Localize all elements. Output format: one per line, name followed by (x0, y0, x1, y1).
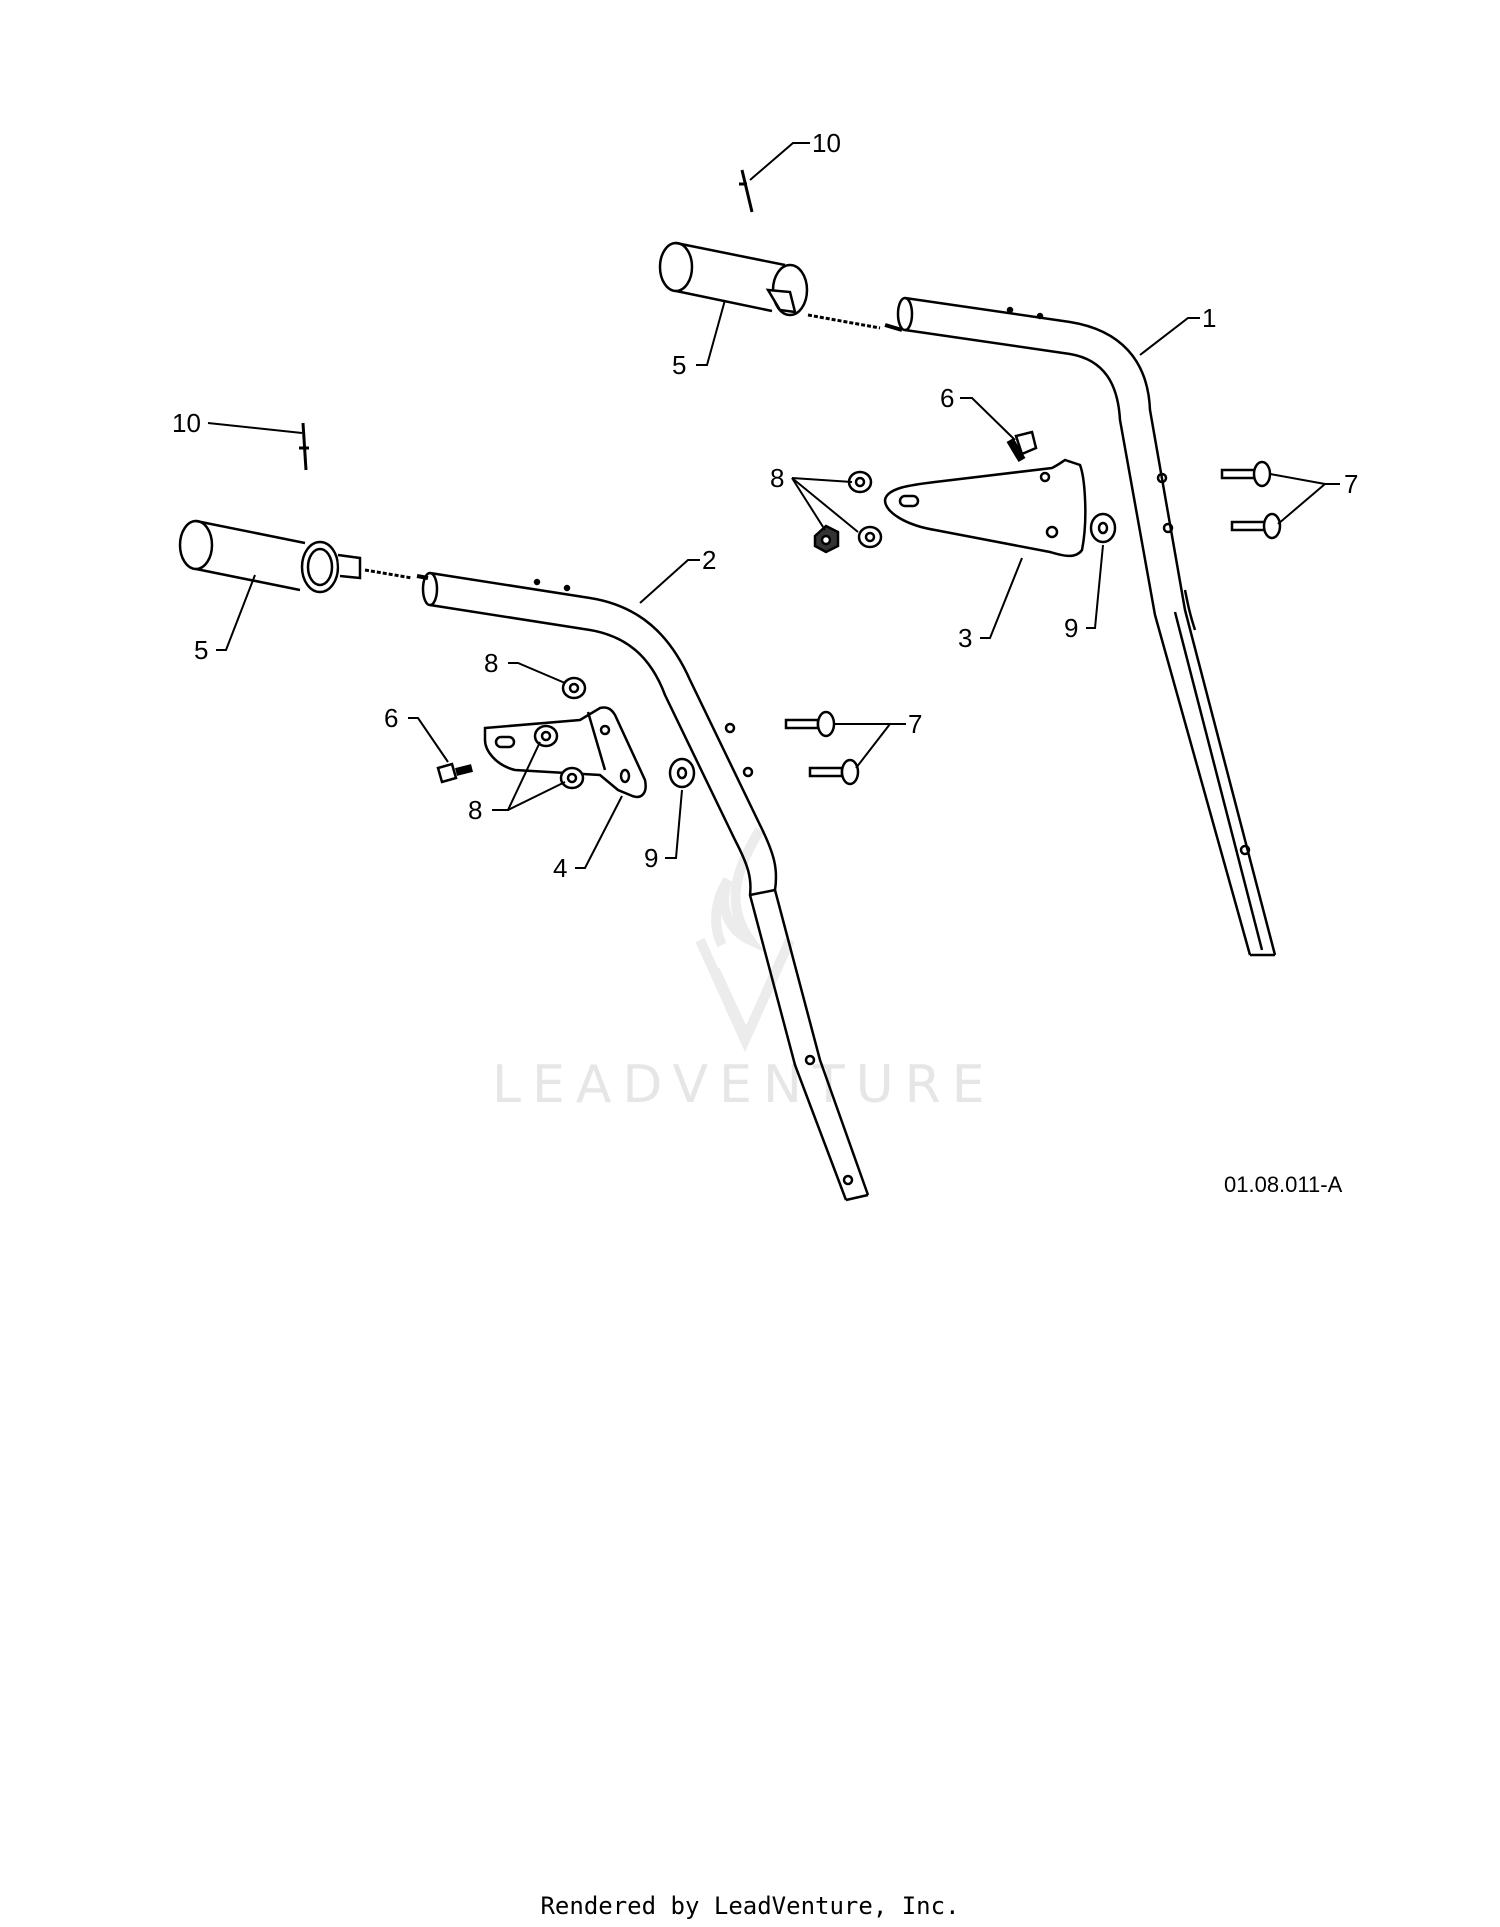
drawing-id: 01.08.011-A (1224, 1172, 1343, 1197)
bolt-upper (1010, 432, 1036, 460)
bolts-7-upper (1222, 462, 1280, 538)
handle-grip-left (180, 521, 428, 592)
bracket-left (485, 707, 646, 796)
callout-7-lower: 7 (908, 709, 922, 739)
handle-tube-right (898, 298, 1275, 955)
washer-9-upper (1091, 514, 1115, 542)
callout-1: 1 (1202, 303, 1216, 333)
washers-upper (815, 472, 881, 552)
callout-2: 2 (702, 545, 716, 575)
bolt-lower (438, 764, 472, 782)
pin-lower (299, 423, 309, 470)
washers-lower (535, 678, 585, 788)
watermark-text: LEADVENTURE (492, 1055, 996, 1115)
leader-lines (207, 142, 1340, 869)
washer-9-lower (670, 759, 694, 787)
callout-10-upper: 10 (812, 128, 841, 158)
callout-3: 3 (958, 623, 972, 653)
callout-10-lower: 10 (172, 408, 201, 438)
callout-4: 4 (553, 853, 567, 883)
handle-grip-right (660, 243, 902, 330)
callout-9-lower: 9 (644, 843, 658, 873)
watermark-logo (695, 827, 795, 1053)
callout-6-upper: 6 (940, 383, 954, 413)
callout-labels: 10 5 1 6 8 7 9 3 10 5 2 8 6 8 7 9 4 (172, 128, 1358, 883)
callout-8-lower-pair: 8 (468, 795, 482, 825)
callout-8-upper: 8 (770, 463, 784, 493)
bolts-7-lower (786, 712, 858, 784)
handle-tube-left (423, 573, 868, 1200)
callout-6-lower: 6 (384, 703, 398, 733)
pin-upper (739, 170, 752, 212)
bracket-right (885, 460, 1085, 556)
callout-5-lower: 5 (194, 635, 208, 665)
callout-9-upper: 9 (1064, 613, 1078, 643)
callout-8-lower-top: 8 (484, 648, 498, 678)
callout-7-upper: 7 (1344, 469, 1358, 499)
footer-credit: Rendered by LeadVenture, Inc. (540, 1892, 960, 1920)
callout-5-upper: 5 (672, 350, 686, 380)
